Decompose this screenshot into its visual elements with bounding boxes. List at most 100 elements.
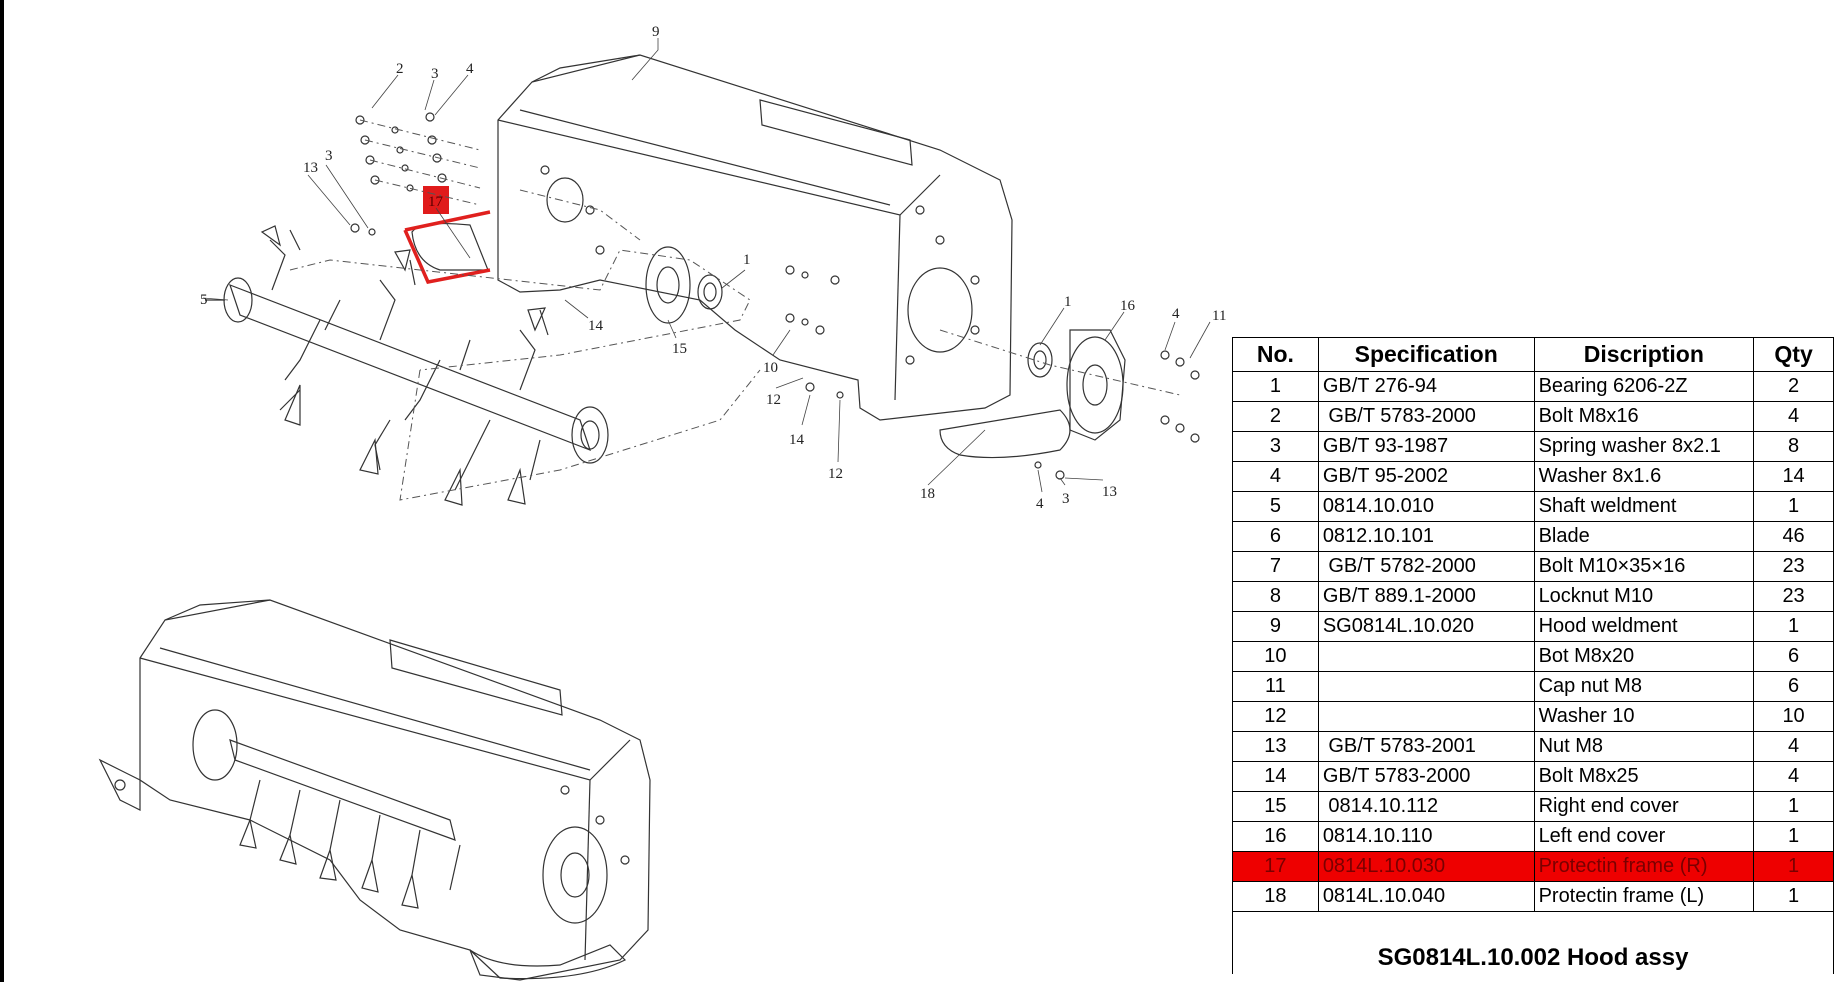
leader-lines	[202, 38, 1211, 493]
table-header-row: No. Specification Discription Qty	[1232, 337, 1834, 372]
row-no: 4	[1232, 461, 1319, 492]
callout-12: 12	[766, 392, 781, 408]
assembly-centerlines	[289, 189, 1181, 501]
row-spec: 0814L.10.030	[1317, 851, 1535, 882]
row-qty: 23	[1753, 581, 1834, 612]
row-desc: Blade	[1533, 521, 1755, 552]
callout-10: 10	[763, 360, 778, 376]
callout-12: 12	[828, 466, 843, 482]
callout-3: 3	[431, 66, 439, 82]
row-desc: Right end cover	[1533, 791, 1755, 822]
row-desc: Protectin frame (L)	[1533, 881, 1755, 912]
assembled-view	[98, 599, 651, 981]
row-qty: 8	[1753, 431, 1834, 462]
row-spec: GB/T 95-2002	[1317, 461, 1535, 492]
left-end-cover	[1027, 329, 1126, 441]
callout-1: 1	[1064, 294, 1072, 310]
row-no: 1	[1232, 371, 1319, 402]
row-no: 12	[1232, 701, 1319, 732]
callout-17-highlight	[423, 186, 449, 214]
row-desc: Bolt M10×35×16	[1533, 551, 1755, 582]
row-desc: Washer 10	[1533, 701, 1755, 732]
row-desc: Protectin frame (R)	[1533, 851, 1755, 882]
row-desc: Hood weldment	[1533, 611, 1755, 642]
callout-4: 4	[1036, 496, 1044, 512]
row-qty: 2	[1753, 371, 1834, 402]
row-spec: 0814.10.112	[1317, 791, 1535, 822]
callout-14: 14	[588, 318, 604, 334]
exploded-assembly-drawing: 9 2 3 4 13 3 17 1 5 14 15 10 12 14 12 1 …	[98, 24, 1226, 981]
row-qty: 6	[1753, 641, 1834, 672]
row-desc: Locknut M10	[1533, 581, 1755, 612]
row-qty: 1	[1753, 821, 1834, 852]
callout-9: 9	[652, 24, 660, 40]
row-no: 9	[1232, 611, 1319, 642]
callout-14: 14	[789, 432, 805, 448]
row-desc: Washer 8x1.6	[1533, 461, 1755, 492]
row-qty: 1	[1753, 611, 1834, 642]
protection-frame-r	[403, 210, 491, 284]
row-desc: Bolt M8x25	[1533, 761, 1755, 792]
row-qty: 46	[1753, 521, 1834, 552]
row-spec: GB/T 5782-2000	[1317, 551, 1535, 582]
header-description: Discription	[1533, 337, 1755, 372]
row-no: 5	[1232, 491, 1319, 522]
row-spec: GB/T 276-94	[1317, 371, 1535, 402]
row-spec	[1317, 671, 1535, 702]
callout-3: 3	[1062, 491, 1070, 507]
fastener-stacks	[350, 112, 1200, 480]
header-specification: Specification	[1317, 337, 1535, 372]
row-qty: 14	[1753, 461, 1834, 492]
callout-13: 13	[1102, 484, 1117, 500]
row-no: 16	[1232, 821, 1319, 852]
callout-5: 5	[200, 292, 208, 308]
row-qty: 10	[1753, 701, 1834, 732]
row-no: 17	[1232, 851, 1319, 882]
row-desc: Cap nut M8	[1533, 671, 1755, 702]
callout-4: 4	[1172, 306, 1180, 322]
row-spec: 0812.10.101	[1317, 521, 1535, 552]
row-no: 8	[1232, 581, 1319, 612]
callout-4: 4	[466, 61, 474, 77]
row-desc: Left end cover	[1533, 821, 1755, 852]
row-no: 15	[1232, 791, 1319, 822]
row-no: 7	[1232, 551, 1319, 582]
row-no: 14	[1232, 761, 1319, 792]
row-spec: 0814.10.110	[1317, 821, 1535, 852]
table-title-row: SG0814L.10.002 Hood assy	[1232, 911, 1834, 974]
row-qty: 4	[1753, 761, 1834, 792]
shaft-weldment	[205, 225, 609, 506]
row-no: 18	[1232, 881, 1319, 912]
callout-13: 13	[303, 160, 318, 176]
callout-1: 1	[743, 252, 751, 268]
row-desc: Bot M8x20	[1533, 641, 1755, 672]
row-desc: Bearing 6206-2Z	[1533, 371, 1755, 402]
callout-17: 17	[428, 194, 444, 210]
row-no: 10	[1232, 641, 1319, 672]
row-spec	[1317, 641, 1535, 672]
row-spec: SG0814L.10.020	[1317, 611, 1535, 642]
callout-15: 15	[672, 341, 687, 357]
row-no: 11	[1232, 671, 1319, 702]
row-spec: 0814L.10.040	[1317, 881, 1535, 912]
row-qty: 4	[1753, 401, 1834, 432]
page-edge-rule	[0, 0, 4, 982]
hood-weldment	[497, 54, 1013, 421]
